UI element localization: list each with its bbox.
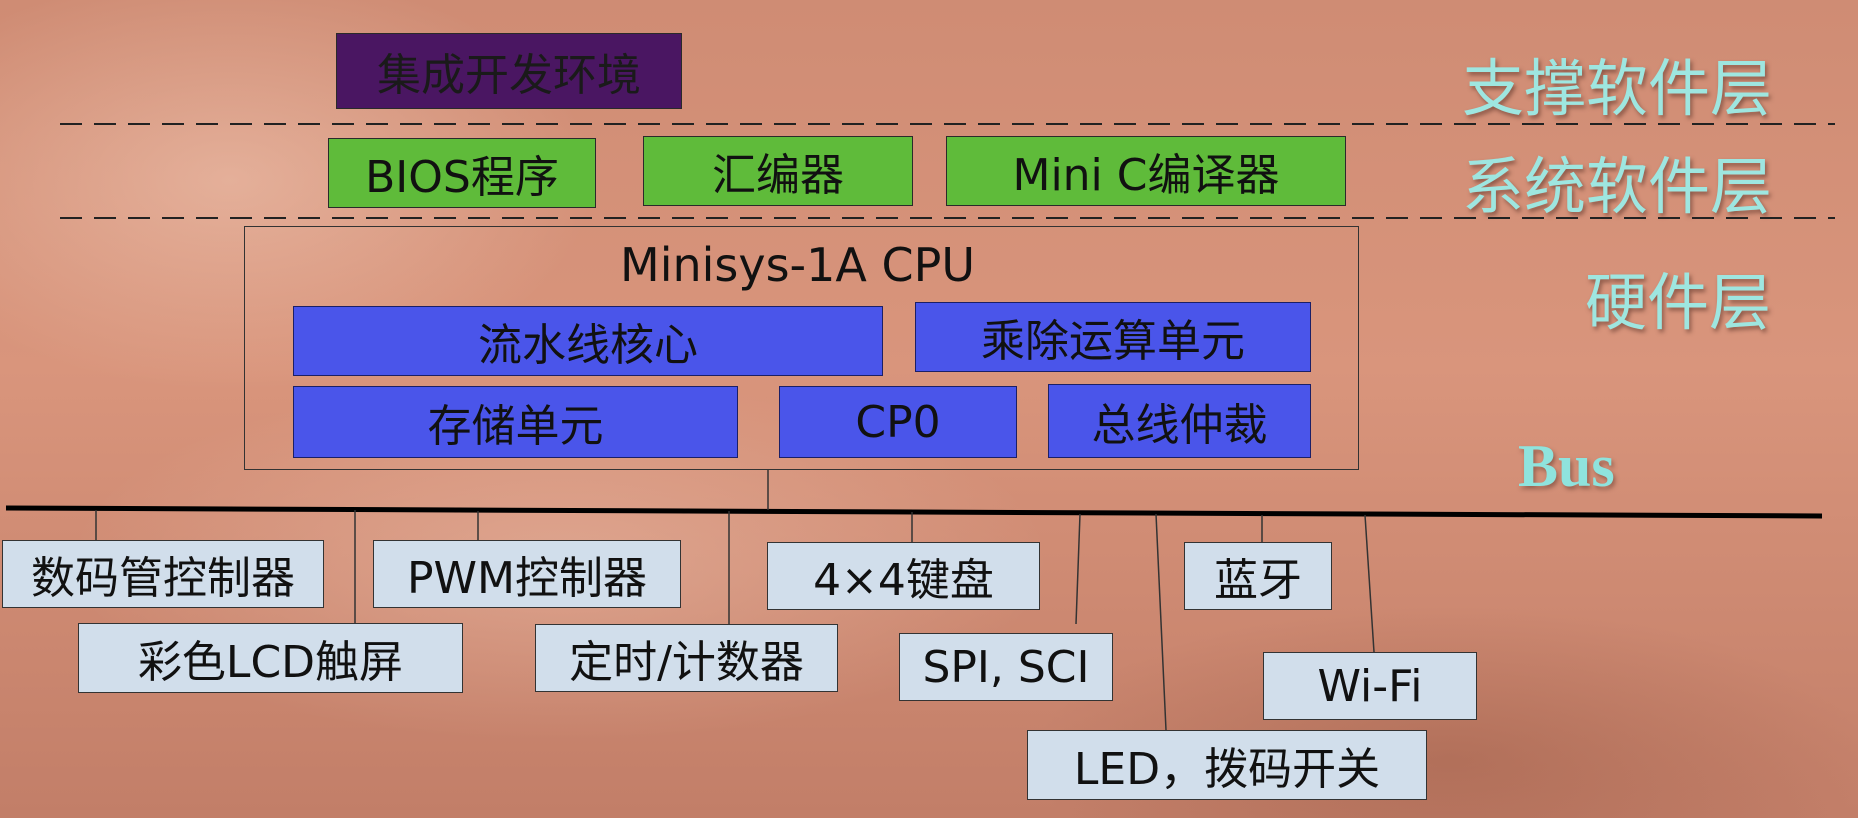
bluetooth-box: 蓝牙 [1184,542,1332,610]
color-lcd-touch-box: 彩色LCD触屏 [78,623,463,693]
pipeline-core-box: 流水线核心 [293,306,883,376]
muldiv-unit-box: 乘除运算单元 [915,302,1311,372]
storage-unit-box: 存储单元 [293,386,738,458]
seg-display-controller-box: 数码管控制器 [2,540,324,608]
cpu-title: Minisys-1A CPU [620,238,976,292]
timer-counter-box: 定时/计数器 [535,624,838,692]
hardware-layer-label: 硬件层 [1585,266,1772,339]
spi-sci-box: SPI, SCI [899,633,1113,701]
bios-box: BIOS程序 [328,138,596,208]
cp0-box: CP0 [779,386,1017,458]
ide-box: 集成开发环境 [336,33,682,109]
cpu-frame [244,226,1359,470]
pwm-controller-box: PWM控制器 [373,540,681,608]
support-software-layer-label: 支撑软件层 [1462,52,1773,125]
connector-spi [1075,513,1081,625]
bus-line [5,505,1823,519]
system-software-layer-label: 系统软件层 [1462,150,1773,223]
connector-led [1155,513,1167,731]
keypad-box: 4×4键盘 [767,542,1040,610]
bus-label: Bus [1518,433,1615,499]
wifi-box: Wi-Fi [1263,652,1477,720]
led-dip-switch-box: LED，拨码开关 [1027,730,1427,800]
bus-arbiter-box: 总线仲裁 [1048,384,1311,458]
compiler-box: Mini C编译器 [946,136,1346,206]
connector-wifi [1364,514,1375,653]
assembler-box: 汇编器 [643,136,913,206]
